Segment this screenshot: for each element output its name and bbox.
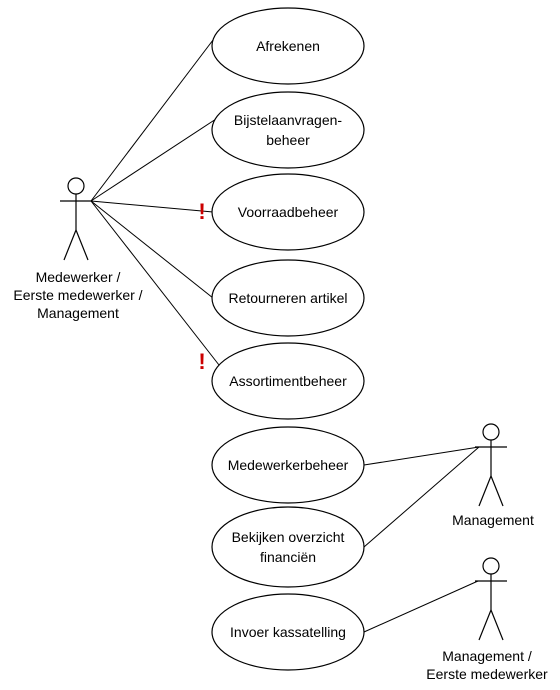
- actor-figure-icon: [475, 423, 507, 507]
- association-line-overzicht: [363, 446, 480, 548]
- actor-label: Eerste medewerker: [426, 666, 548, 682]
- use-case-ellipse: [211, 91, 365, 169]
- use-case-retour: Retourneren artikel: [211, 259, 365, 337]
- use-case-label: Retourneren artikel: [228, 290, 347, 306]
- use-case-bijstel: Bijstelaanvragen-beheer: [211, 91, 365, 169]
- actor-label: Management: [37, 305, 119, 321]
- use-case-label: Assortimentbeheer: [229, 373, 347, 389]
- actor-label: Eerste medewerker /: [13, 287, 142, 303]
- use-case-ellipse: [211, 259, 365, 337]
- use-case-medewerker: Medewerkerbeheer: [211, 426, 365, 504]
- actors: Medewerker / Eerste medewerker / Managemen…: [13, 177, 548, 682]
- use-case-ellipse: [211, 506, 365, 588]
- association-lines: [90, 39, 480, 633]
- association-line-medewerker: [363, 446, 480, 466]
- actor-label: Management /: [442, 648, 532, 664]
- warning-icon: !: [198, 349, 205, 374]
- use-case-label: Bekijken overzicht: [232, 529, 345, 545]
- actor-figure-icon: [475, 557, 507, 641]
- use-case-ellipse: [211, 426, 365, 504]
- actor-mgmt-first: Management / Eerste medewerker: [426, 557, 548, 682]
- use-case-label: Bijstelaanvragen-: [234, 112, 343, 128]
- warning-icon: !: [198, 199, 205, 224]
- use-case-label: beheer: [266, 132, 310, 148]
- use-case-kassa: Invoer kassatelling: [211, 593, 365, 671]
- association-line-kassa: [363, 580, 479, 633]
- use-case-label: Invoer kassatelling: [230, 624, 346, 640]
- actor-management: Management: [452, 423, 534, 528]
- use-case-ellipse: [211, 593, 365, 671]
- use-case-label: Medewerkerbeheer: [228, 457, 349, 473]
- association-line-voorraad: [90, 200, 214, 213]
- actor-figure-icon: [60, 177, 92, 261]
- use-case-label: Afrekenen: [256, 38, 320, 54]
- use-case-ellipse: [211, 173, 365, 251]
- association-line-retour: [90, 200, 214, 299]
- use-case-label: Voorraadbeheer: [238, 204, 339, 220]
- use-case-assortiment: Assortimentbeheer!: [198, 342, 365, 420]
- actor-primary: Medewerker / Eerste medewerker / Managemen…: [13, 177, 143, 321]
- use-case-afrekenen: Afrekenen: [211, 7, 365, 85]
- use-case-overzicht: Bekijken overzicht financiën: [211, 506, 365, 588]
- association-line-assortiment: [90, 200, 220, 366]
- use-case-label: financiën: [260, 549, 316, 565]
- association-line-bijstel: [90, 118, 217, 202]
- use-cases: AfrekenenBijstelaanvragen-beheerVoorraad…: [198, 7, 365, 671]
- use-case-voorraad: Voorraadbeheer!: [198, 173, 365, 251]
- use-case-ellipse: [211, 7, 365, 85]
- actor-label: Medewerker /: [36, 269, 121, 285]
- actor-label: Management: [452, 512, 534, 528]
- association-line-afrekenen: [90, 39, 214, 202]
- use-case-ellipse: [211, 342, 365, 420]
